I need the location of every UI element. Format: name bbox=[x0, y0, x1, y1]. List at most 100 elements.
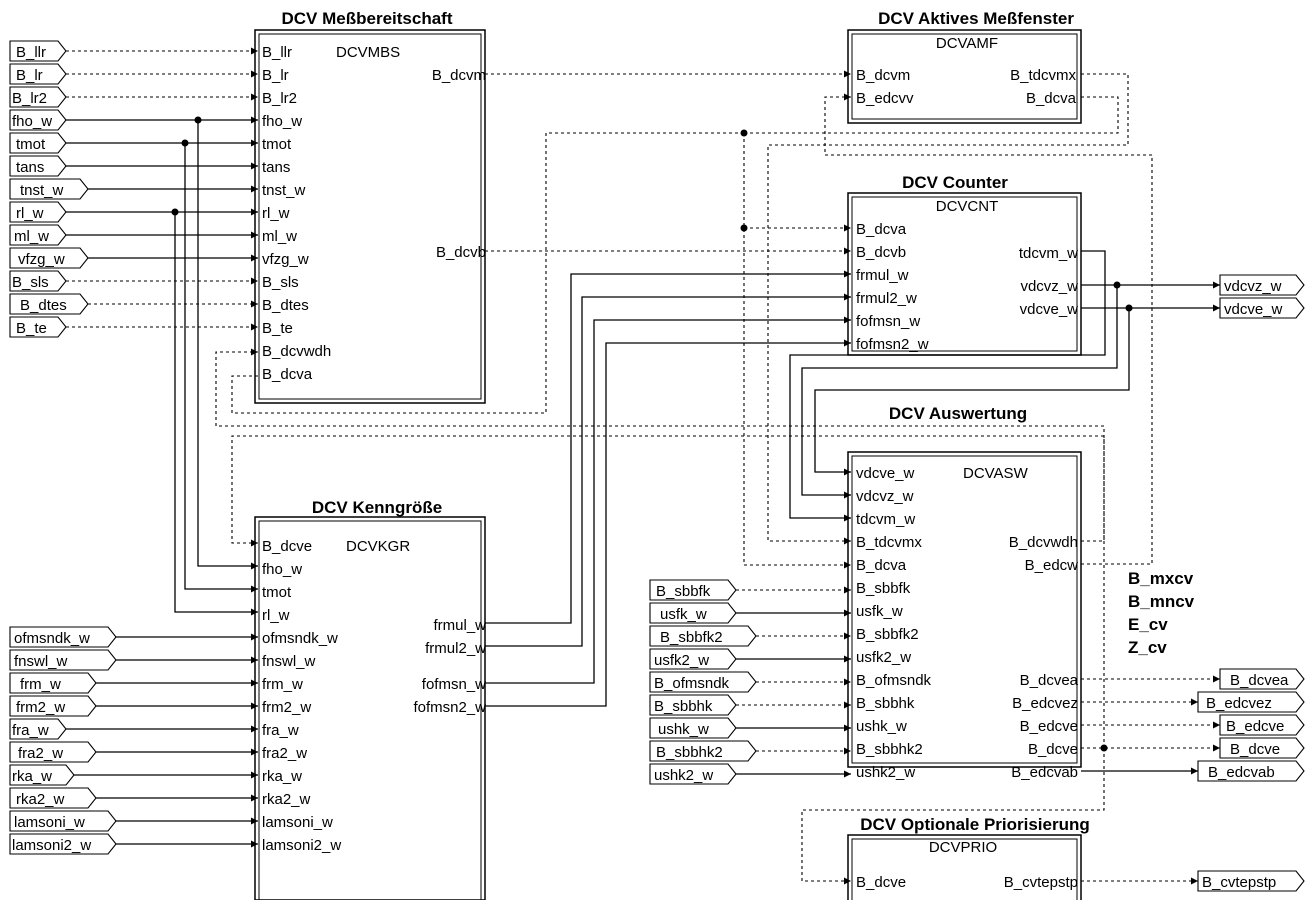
port-label: ushk_w bbox=[856, 718, 907, 735]
port-label: vdcve_w bbox=[856, 465, 915, 482]
signal-tag: vdcvz_w bbox=[1224, 278, 1282, 295]
dcvprio-name: DCVPRIO bbox=[929, 839, 997, 856]
signal-tag: B_sbbhk2 bbox=[656, 744, 723, 761]
port-label: frm_w bbox=[262, 676, 303, 693]
signal-tag: rka2_w bbox=[16, 791, 65, 808]
signal-tag: B_edcvez bbox=[1206, 695, 1272, 712]
signal-tag: ushk_w bbox=[658, 721, 709, 738]
block-dcvprio bbox=[847, 834, 1082, 900]
output-tags: vdcvz_w vdcve_w B_dcvea B_edcvez B_edcve… bbox=[1197, 274, 1305, 892]
port-label: lamsoni2_w bbox=[262, 837, 341, 854]
port-label: fra2_w bbox=[262, 745, 307, 762]
signal-tag: usfk2_w bbox=[654, 652, 709, 669]
port-label: B_dcvm bbox=[856, 67, 910, 84]
dcvamf-title: DCV Aktives Meßfenster bbox=[878, 9, 1074, 28]
port-label: fofmsn_w bbox=[856, 313, 920, 330]
signal-tag: usfk_w bbox=[660, 606, 707, 623]
port-label: B_edcvab bbox=[1011, 764, 1078, 781]
signal-tag: B_dcve bbox=[1230, 741, 1280, 758]
port-label: tmot bbox=[262, 584, 292, 601]
signal-tag: rl_w bbox=[16, 205, 44, 222]
signal-tag: B_llr bbox=[16, 44, 46, 61]
dcvcnt-title: DCV Counter bbox=[902, 173, 1008, 192]
port-label: B_sls bbox=[262, 274, 299, 291]
dcvamf-ports: B_dcvm B_edcvv B_tdcvmx B_dcva bbox=[856, 67, 1077, 107]
signal-tag: B_sbbhk bbox=[654, 698, 713, 715]
port-label: usfk2_w bbox=[856, 649, 911, 666]
port-label: frmul2_w bbox=[425, 640, 486, 657]
signal-tag: lamsoni_w bbox=[14, 814, 85, 831]
port-label: fra_w bbox=[262, 722, 299, 739]
message-label: Z_cv bbox=[1128, 638, 1167, 657]
port-label: ml_w bbox=[262, 228, 297, 245]
message-label: B_mxcv bbox=[1128, 569, 1194, 588]
asw-input-tags: B_sbbfk usfk_w B_sbbfk2 usfk2_w B_ofmsnd… bbox=[649, 579, 757, 785]
port-label: vfzg_w bbox=[262, 251, 309, 268]
dcvasw-name: DCVASW bbox=[963, 465, 1029, 482]
port-label: B_edcvez bbox=[1012, 695, 1078, 712]
signal-tag: B_sbbfk2 bbox=[660, 629, 723, 646]
dcvcnt-name: DCVCNT bbox=[936, 198, 999, 215]
message-list: B_mxcv B_mncv E_cv Z_cv bbox=[1128, 569, 1195, 657]
mbs-input-tags: B_llr B_lr B_lr2 fho_w tmot tans tnst_w … bbox=[9, 40, 89, 338]
dcvprio-ports: B_dcve B_cvtepstp bbox=[856, 874, 1078, 891]
port-label: frmul_w bbox=[856, 267, 909, 284]
signal-tag: fho_w bbox=[12, 113, 52, 130]
port-label: vdcvz_w bbox=[856, 488, 914, 505]
port-label: fofmsn_w bbox=[422, 676, 486, 693]
port-label: B_dcve bbox=[262, 538, 312, 555]
connection-lines bbox=[66, 47, 1220, 885]
port-label: frmul2_w bbox=[856, 290, 917, 307]
signal-tag: B_ofmsndk bbox=[654, 675, 730, 692]
port-label: B_dcvm bbox=[432, 67, 486, 84]
signal-tag: frm_w bbox=[20, 676, 61, 693]
dcvamf-name: DCVAMF bbox=[936, 35, 998, 52]
port-label: fofmsn2_w bbox=[413, 699, 486, 716]
port-label: B_sbbfk2 bbox=[856, 626, 919, 643]
port-label: B_dcvwdh bbox=[262, 343, 331, 360]
message-label: E_cv bbox=[1128, 615, 1168, 634]
block-dcvcnt bbox=[847, 192, 1082, 356]
port-label: B_tdcvmx bbox=[856, 534, 922, 551]
port-label: B_edcvv bbox=[856, 90, 914, 107]
signal-tag: tnst_w bbox=[20, 182, 64, 199]
signal-tag: vdcve_w bbox=[1224, 301, 1283, 318]
port-label: rka2_w bbox=[262, 791, 311, 808]
block-dcvmbs bbox=[254, 29, 486, 404]
port-label: B_dcva bbox=[856, 557, 907, 574]
port-label: frm2_w bbox=[262, 699, 311, 716]
block-dcvasw bbox=[847, 451, 1082, 768]
port-label: B_dcvwdh bbox=[1009, 534, 1078, 551]
port-label: tdcvm_w bbox=[856, 511, 915, 528]
port-label: B_te bbox=[262, 320, 293, 337]
message-label: B_mncv bbox=[1128, 592, 1195, 611]
signal-tag: B_dcvea bbox=[1230, 672, 1289, 689]
port-label: B_dcvb bbox=[436, 244, 486, 261]
port-label: B_edcw bbox=[1025, 557, 1079, 574]
signal-tag: lamsoni2_w bbox=[12, 837, 91, 854]
dcvasw-ports: vdcve_w vdcvz_w tdcvm_w B_tdcvmx B_dcva … bbox=[856, 465, 1079, 781]
dcvkgr-title: DCV Kenngröße bbox=[312, 498, 442, 517]
port-label: B_lr2 bbox=[262, 90, 297, 107]
signal-tag: B_cvtepstp bbox=[1202, 874, 1276, 891]
dcvmbs-name: DCVMBS bbox=[336, 44, 400, 61]
signal-tag: B_te bbox=[16, 320, 47, 337]
signal-tag: fra2_w bbox=[18, 745, 63, 762]
port-label: B_cvtepstp bbox=[1004, 874, 1078, 891]
signal-tag: frm2_w bbox=[16, 699, 65, 716]
port-label: ofmsndk_w bbox=[262, 630, 338, 647]
port-label: vdcve_w bbox=[1020, 301, 1079, 318]
port-label: frmul_w bbox=[433, 617, 486, 634]
dcvmbs-title: DCV Meßbereitschaft bbox=[282, 9, 453, 28]
port-label: B_lr bbox=[262, 67, 289, 84]
signal-tag: ml_w bbox=[14, 228, 49, 245]
signal-tag: vfzg_w bbox=[18, 251, 65, 268]
port-label: B_dcva bbox=[262, 366, 313, 383]
signal-tag: fnswl_w bbox=[14, 653, 68, 670]
kgr-input-tags: ofmsndk_w fnswl_w frm_w frm2_w fra_w fra… bbox=[9, 626, 117, 855]
signal-tag: B_lr bbox=[16, 67, 43, 84]
dcvmbs-ports: B_llr B_lr B_lr2 fho_w tmot tans tnst_w … bbox=[262, 44, 486, 383]
block-dcvamf bbox=[847, 29, 1082, 124]
dcvprio-title: DCV Optionale Priorisierung bbox=[860, 815, 1090, 834]
